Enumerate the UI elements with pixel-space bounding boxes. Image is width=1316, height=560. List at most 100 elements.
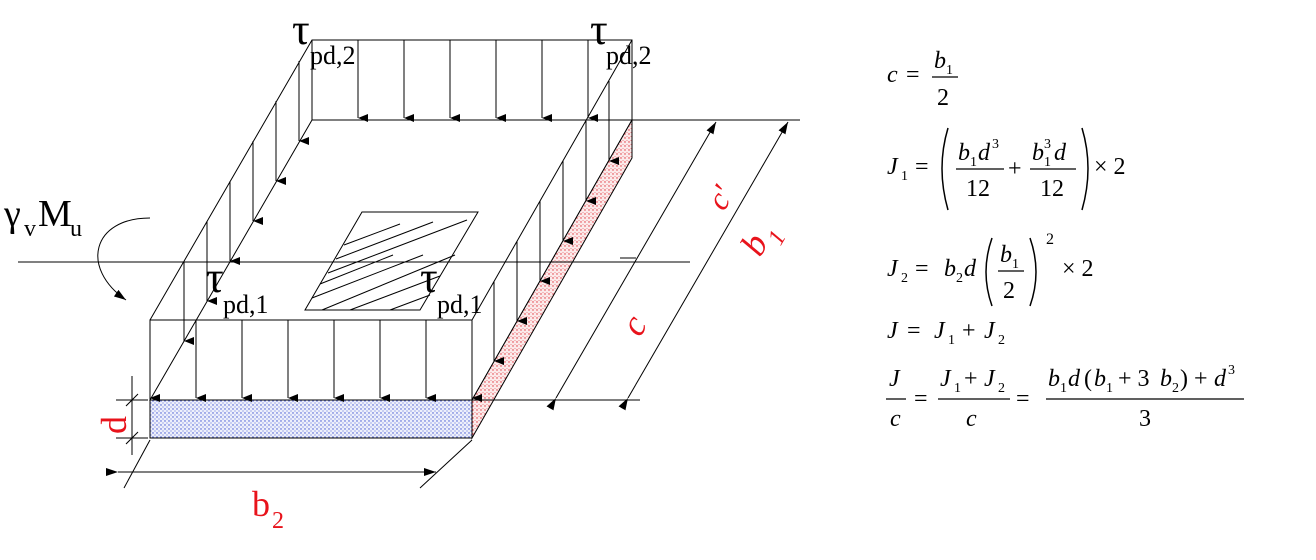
svg-text:12: 12: [966, 176, 990, 202]
tau-pd1-right-label: τ pd,1: [420, 253, 483, 319]
svg-text:J: J: [889, 366, 901, 392]
svg-text:12: 12: [1040, 176, 1064, 202]
svg-text:1: 1: [1044, 155, 1051, 170]
svg-text:b: b: [934, 48, 946, 74]
svg-text:γ: γ: [3, 193, 21, 235]
label-d: d: [94, 416, 134, 434]
svg-text:τ: τ: [206, 253, 224, 302]
svg-text:+: +: [964, 366, 978, 392]
svg-text:v: v: [24, 216, 36, 242]
svg-text:d: d: [1214, 366, 1227, 392]
label-c: c: [612, 308, 655, 342]
svg-text:b: b: [1000, 242, 1012, 268]
svg-text:M: M: [38, 193, 72, 235]
svg-text:1: 1: [946, 63, 953, 78]
svg-text:d: d: [964, 256, 977, 282]
svg-text:pd,2: pd,2: [606, 41, 652, 70]
svg-text:J: J: [984, 318, 996, 344]
svg-text:b: b: [1094, 366, 1106, 392]
svg-text:d: d: [1068, 366, 1081, 392]
svg-text:3: 3: [1228, 363, 1235, 378]
svg-text:1: 1: [1012, 257, 1019, 272]
svg-text:=: =: [907, 318, 921, 344]
svg-text:2: 2: [901, 271, 908, 286]
load-arrows-back: [357, 40, 598, 122]
svg-text:1: 1: [954, 381, 961, 396]
svg-text:2: 2: [272, 508, 284, 534]
label-b1: b 1: [732, 226, 791, 262]
svg-text:× 2: × 2: [1094, 154, 1126, 180]
svg-text:+ 3: + 3: [1118, 366, 1150, 392]
svg-text:c: c: [890, 406, 901, 432]
svg-text:J: J: [887, 154, 899, 180]
formula-c: c = b 1 2: [887, 48, 958, 111]
svg-text:2: 2: [1003, 278, 1015, 304]
svg-text:pd,1: pd,1: [223, 290, 269, 319]
svg-text:=: =: [915, 256, 929, 282]
dimension-d: [116, 376, 148, 455]
svg-text:2: 2: [937, 85, 949, 111]
svg-text:1: 1: [970, 155, 977, 170]
svg-text:τ: τ: [420, 253, 438, 302]
dimension-b2: [106, 439, 473, 489]
svg-text:b: b: [252, 484, 270, 524]
svg-text:J: J: [984, 366, 996, 392]
svg-text:× 2: × 2: [1062, 256, 1094, 282]
svg-text:): ): [1180, 366, 1188, 392]
svg-text:1: 1: [1060, 381, 1067, 396]
svg-text:2: 2: [1046, 231, 1054, 248]
svg-text:2: 2: [956, 271, 963, 286]
svg-text:1: 1: [901, 169, 908, 184]
slab-front-edge: [149, 399, 473, 439]
svg-text:τ: τ: [292, 5, 310, 54]
svg-text:J: J: [887, 256, 899, 282]
svg-text:+: +: [962, 318, 976, 344]
svg-text:1: 1: [948, 333, 955, 348]
svg-text:τ: τ: [590, 5, 608, 54]
formula-j: J = J 1 + J 2: [887, 318, 1005, 348]
svg-text:J: J: [934, 318, 946, 344]
svg-text:=: =: [915, 154, 929, 180]
svg-text:2: 2: [998, 381, 1005, 396]
svg-text:2: 2: [1172, 381, 1179, 396]
svg-text:b: b: [1048, 366, 1060, 392]
svg-text:b: b: [944, 256, 956, 282]
svg-text:=: =: [906, 62, 920, 88]
svg-text:b: b: [958, 140, 970, 166]
formula-j2: J 2 = b 2 d b 1 2 2 × 2: [887, 231, 1094, 307]
svg-text:b: b: [1160, 366, 1172, 392]
svg-text:d: d: [1054, 140, 1067, 166]
tau-pd1-left-label: τ pd,1: [206, 253, 269, 319]
svg-text:2: 2: [998, 333, 1005, 348]
svg-text:1: 1: [1106, 381, 1113, 396]
svg-text:J: J: [887, 318, 899, 344]
svg-text:3: 3: [1044, 137, 1051, 152]
svg-text:3: 3: [992, 137, 999, 152]
moment-arrow: [97, 217, 151, 301]
tau-pd2-left-label: τ pd,2: [292, 5, 356, 70]
svg-text:=: =: [1016, 386, 1030, 412]
svg-text:b: b: [1032, 140, 1044, 166]
formula-j1: J 1 = b 1 d 3 12 + b 3 1 d 12 × 2: [887, 127, 1126, 211]
svg-text:+: +: [1194, 366, 1208, 392]
column-hatched: [304, 211, 479, 311]
label-b2: b 2: [252, 484, 284, 534]
load-arrows-front: [149, 320, 482, 402]
slab-drawing: [18, 39, 800, 489]
tau-pd2-right-label: τ pd,2: [590, 5, 652, 70]
svg-text:d: d: [978, 140, 991, 166]
svg-text:3: 3: [1139, 406, 1151, 432]
svg-text:pd,1: pd,1: [437, 290, 483, 319]
svg-text:=: =: [914, 386, 928, 412]
svg-text:(: (: [1084, 366, 1092, 392]
svg-text:J: J: [940, 366, 952, 392]
svg-text:pd,2: pd,2: [310, 41, 356, 70]
svg-text:c: c: [966, 406, 977, 432]
label-c-prime: c': [699, 178, 741, 215]
dimension-b1: [618, 121, 789, 411]
svg-text:+: +: [1008, 156, 1022, 182]
load-arrows-left: [183, 61, 309, 345]
moment-label: γ v M u: [3, 193, 82, 242]
svg-text:c: c: [887, 62, 898, 88]
